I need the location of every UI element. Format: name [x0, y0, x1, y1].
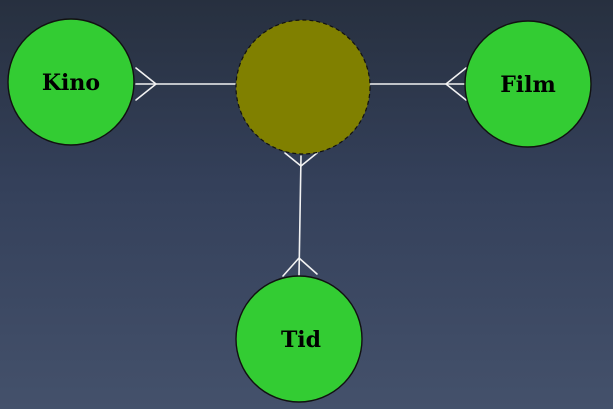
- crows-foot-film-icon: [445, 67, 467, 101]
- crows-foot-kino-icon: [135, 67, 157, 101]
- entity-tid[interactable]: Tid: [235, 275, 363, 403]
- crows-foot-relation-icon: [284, 152, 318, 167]
- entity-film-label: Film: [500, 72, 556, 98]
- entity-kino[interactable]: Kino: [7, 18, 135, 146]
- entity-tid-label: Tid: [281, 327, 321, 353]
- entity-film[interactable]: Film: [464, 20, 592, 148]
- entity-kino-label: Kino: [42, 70, 100, 96]
- relationship-node[interactable]: [235, 19, 371, 155]
- crows-foot-tid-icon: [282, 257, 318, 277]
- edge-tid: [282, 152, 318, 277]
